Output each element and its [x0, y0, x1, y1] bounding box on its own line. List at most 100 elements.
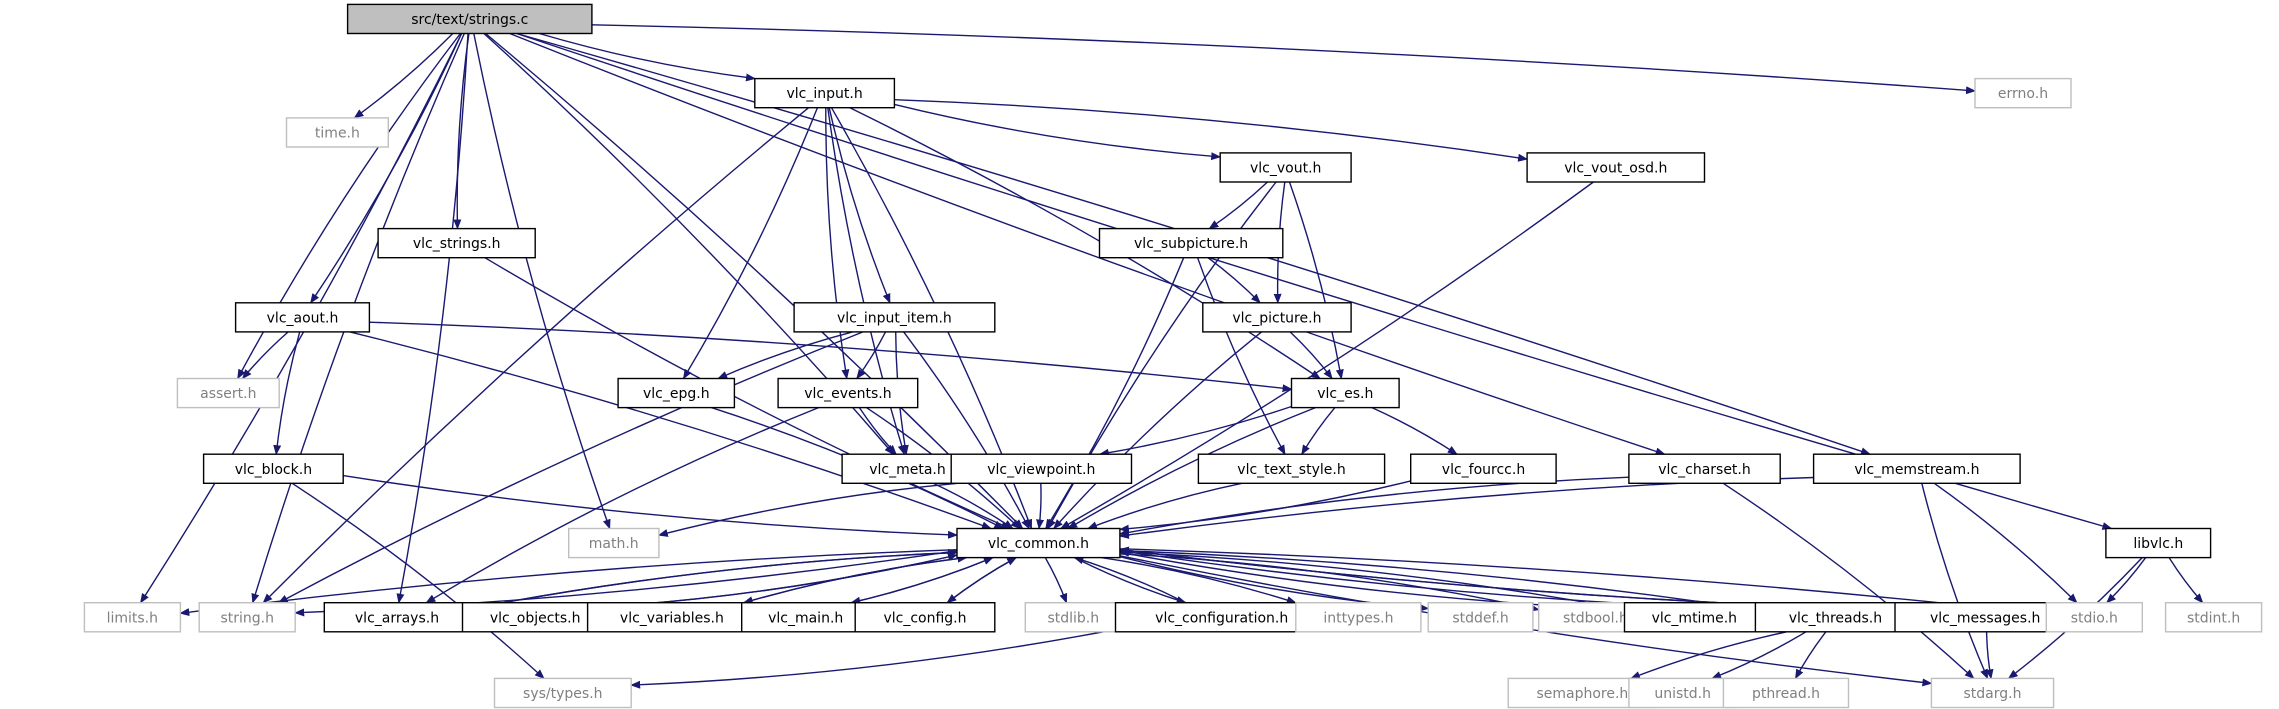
node-label: vlc_events.h — [804, 386, 891, 402]
node-box — [793, 302, 996, 333]
edge-vlc_input_h-to-vlc_es_h — [849, 107, 1321, 380]
node-vlc_arrays_h[interactable]: vlc_arrays.h — [323, 602, 471, 633]
node-vlc_fourcc_h[interactable]: vlc_fourcc.h — [1409, 453, 1557, 485]
node-box — [1812, 453, 2021, 485]
node-box — [1628, 453, 1781, 485]
node-box — [1024, 602, 1123, 633]
node-vlc_main_h[interactable]: vlc_main.h — [741, 602, 871, 633]
node-label: stdlib.h — [1047, 610, 1099, 626]
node-box — [176, 377, 280, 409]
node-vlc_messages_h[interactable]: vlc_messages.h — [1894, 602, 2077, 633]
node-label: math.h — [589, 536, 639, 552]
node-vlc_charset_h[interactable]: vlc_charset.h — [1628, 453, 1781, 485]
node-stddef_h: stddef.h — [1427, 602, 1534, 633]
edge-vlc_meta_h-to-vlc_common_h — [932, 482, 1014, 530]
node-box — [617, 377, 736, 409]
node-label: errno.h — [1998, 86, 2048, 102]
node-stdio_h: stdio.h — [2045, 602, 2144, 633]
node-vlc_subpicture_h[interactable]: vlc_subpicture.h — [1098, 227, 1284, 259]
edge-vlc_common_h-to-inttypes_h — [1101, 556, 1297, 604]
node-label: vlc_input.h — [786, 86, 862, 102]
node-box — [1295, 602, 1422, 633]
node-label: unistd.h — [1654, 686, 1711, 702]
edge-strings_c-to-vlc_strings_h — [453, 33, 470, 230]
node-vlc_objects_h[interactable]: vlc_objects.h — [461, 602, 609, 633]
node-box — [777, 377, 919, 409]
node-vlc_variables_h[interactable]: vlc_variables.h — [586, 602, 757, 633]
node-vlc_events_h[interactable]: vlc_events.h — [777, 377, 919, 409]
edge-vlc_common_h-to-vlc_config_h — [946, 556, 1017, 604]
node-vlc_vout_osd_h[interactable]: vlc_vout_osd.h — [1526, 152, 1706, 183]
node-box — [1219, 152, 1352, 183]
edge-vlc_es_h-to-vlc_fourcc_h — [1371, 406, 1458, 455]
node-label: vlc_arrays.h — [355, 610, 439, 626]
node-box — [234, 302, 371, 333]
node-vlc_strings_h[interactable]: vlc_strings.h — [377, 227, 536, 259]
node-inttypes_h: inttypes.h — [1295, 602, 1422, 633]
edge-vlc_input_item_h-to-vlc_epg_h — [717, 331, 853, 380]
edge-vlc_events_h-to-vlc_meta_h — [858, 407, 897, 455]
edge-libvlc_h-to-stdint_h — [2168, 557, 2204, 604]
node-box — [2045, 602, 2144, 633]
node-box — [956, 527, 1121, 559]
node-box — [1197, 453, 1386, 485]
node-label: vlc_vout.h — [1250, 160, 1321, 176]
node-vlc_threads_h[interactable]: vlc_threads.h — [1754, 602, 1917, 633]
node-box — [285, 117, 390, 148]
edge-vlc_common_h-to-vlc_configuration_h — [1074, 556, 1187, 604]
node-vlc_mtime_h[interactable]: vlc_mtime.h — [1623, 602, 1765, 633]
node-vlc_common_h[interactable]: vlc_common.h — [956, 527, 1121, 559]
node-strings_c[interactable]: src/text/strings.c — [346, 3, 593, 35]
node-box — [323, 602, 471, 633]
node-box — [1722, 677, 1850, 709]
node-label: vlc_meta.h — [869, 462, 946, 478]
node-label: vlc_fourcc.h — [1442, 462, 1525, 478]
node-box — [1526, 152, 1706, 183]
edge-vlc_memstream_h-to-stdio_h — [1933, 482, 2078, 604]
edge-vlc_charset_h-to-stdarg_h — [1722, 482, 1975, 680]
edge-vlc_input_h-to-vlc_events_h — [825, 107, 850, 380]
node-box — [198, 602, 296, 633]
node-box — [754, 77, 896, 109]
node-box — [2105, 527, 2212, 559]
node-vlc_picture_h[interactable]: vlc_picture.h — [1202, 302, 1352, 333]
edge-vlc_common_h-to-vlc_threads_h — [1119, 549, 1757, 613]
edge-vlc_vout_osd_h-to-vlc_common_h — [1059, 181, 1594, 530]
node-box — [1930, 677, 2055, 709]
edge-vlc_input_h-to-vlc_epg_h — [682, 107, 819, 380]
node-vlc_vout_h[interactable]: vlc_vout.h — [1219, 152, 1352, 183]
edge-vlc_input_item_h-to-vlc_common_h — [903, 331, 1030, 530]
node-vlc_input_h[interactable]: vlc_input.h — [754, 77, 896, 109]
node-vlc_input_item_h[interactable]: vlc_input_item.h — [793, 302, 996, 333]
edge-vlc_input_h-to-vlc_vout_osd_h — [894, 99, 1529, 162]
node-label: vlc_picture.h — [1232, 310, 1321, 326]
node-vlc_config_h[interactable]: vlc_config.h — [854, 602, 996, 633]
node-box — [1623, 602, 1765, 633]
node-vlc_viewpoint_h[interactable]: vlc_viewpoint.h — [950, 453, 1133, 485]
node-vlc_memstream_h[interactable]: vlc_memstream.h — [1812, 453, 2021, 485]
edge-vlc_threads_h-to-pthread_h — [1794, 631, 1827, 680]
node-sys_types_h: sys/types.h — [493, 677, 632, 709]
node-box — [2164, 602, 2263, 633]
node-vlc_epg_h[interactable]: vlc_epg.h — [617, 377, 736, 409]
node-vlc_configuration_h[interactable]: vlc_configuration.h — [1114, 602, 1329, 633]
node-vlc_aout_h[interactable]: vlc_aout.h — [234, 302, 371, 333]
node-vlc_block_h[interactable]: vlc_block.h — [202, 453, 344, 485]
node-vlc_text_style_h[interactable]: vlc_text_style.h — [1197, 453, 1386, 485]
edge-vlc_input_h-to-vlc_vout_h — [894, 103, 1222, 161]
edge-strings_c-to-vlc_input_h — [539, 32, 756, 82]
node-label: vlc_variables.h — [620, 610, 724, 626]
node-label: vlc_objects.h — [490, 610, 581, 626]
edge-vlc_vout_h-to-vlc_es_h — [1288, 181, 1344, 380]
node-box — [1754, 602, 1917, 633]
edge-vlc_input_item_h-to-string_h — [277, 331, 864, 604]
edge-vlc_variables_h-to-vlc_common_h — [743, 554, 968, 604]
node-libvlc_h[interactable]: libvlc.h — [2105, 527, 2212, 559]
edge-vlc_objects_h-to-vlc_common_h — [607, 553, 958, 608]
node-vlc_es_h[interactable]: vlc_es.h — [1290, 377, 1400, 409]
edge-vlc_es_h-to-vlc_viewpoint_h — [1098, 405, 1292, 457]
node-label: vlc_aout.h — [267, 310, 339, 326]
edge-vlc_common_h-to-vlc_objects_h — [606, 554, 958, 610]
